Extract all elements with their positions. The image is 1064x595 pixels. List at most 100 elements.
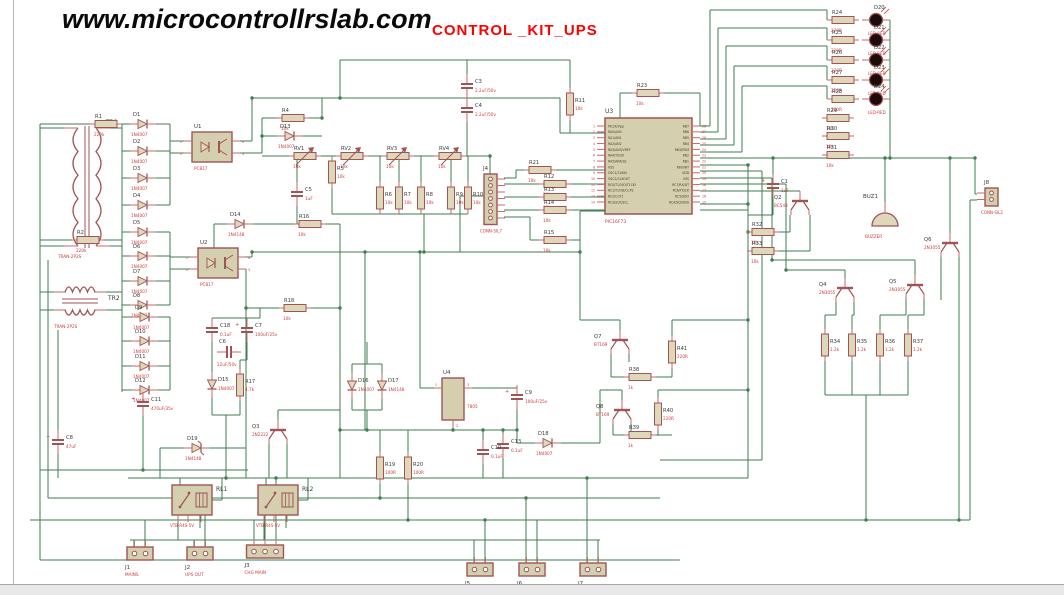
svg-text:10k: 10k: [438, 164, 446, 169]
svg-text:D19: D19: [187, 436, 198, 442]
svg-text:MCLR/Vpp: MCLR/Vpp: [608, 124, 624, 128]
component-c3[interactable]: C32.2uF/50v: [461, 74, 496, 98]
svg-text:D11: D11: [135, 354, 146, 360]
svg-text:Q6: Q6: [924, 237, 931, 243]
component-c4[interactable]: C42.2uF/50v: [461, 98, 496, 122]
svg-text:VTB-R4S-5V: VTB-R4S-5V: [256, 523, 280, 528]
svg-text:D21: D21: [874, 25, 885, 31]
